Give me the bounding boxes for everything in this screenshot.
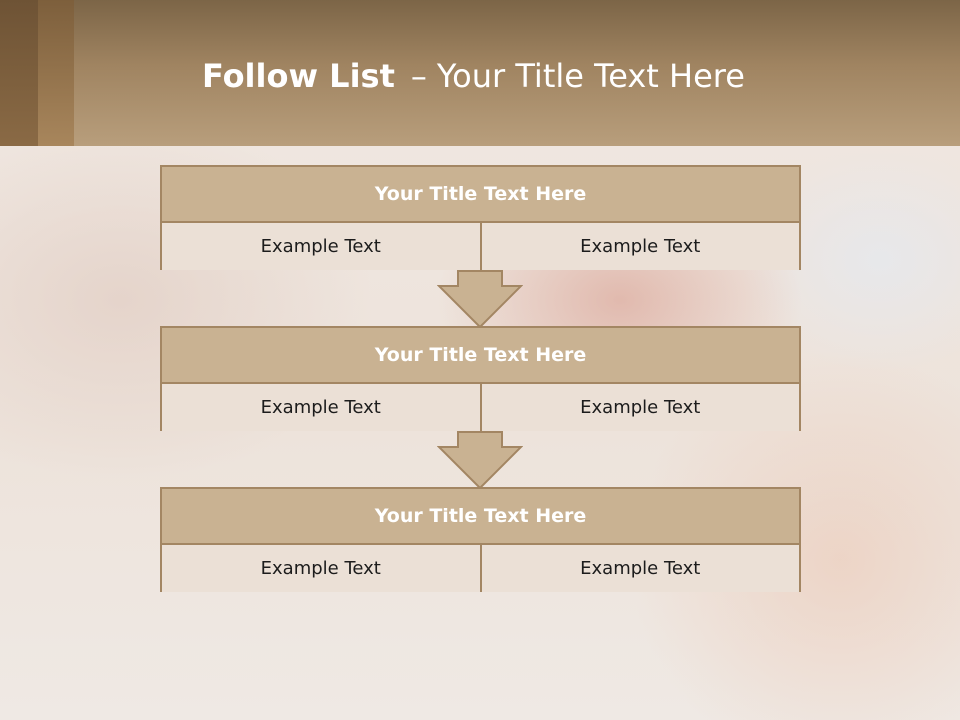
down-arrow-icon xyxy=(437,270,523,328)
block-cell-left[interactable]: Example Text xyxy=(162,223,480,270)
title-rest-part: Your Title Text Here xyxy=(436,57,745,95)
list-block[interactable]: Your Title Text Here Example Text Exampl… xyxy=(160,487,801,592)
block-cell-right[interactable]: Example Text xyxy=(479,545,799,592)
block-row: Example Text Example Text xyxy=(162,545,799,592)
down-arrow-icon xyxy=(437,431,523,489)
header-accent-bar xyxy=(0,0,38,146)
title-bar xyxy=(0,0,960,146)
block-cell-right[interactable]: Example Text xyxy=(479,223,799,270)
block-title[interactable]: Your Title Text Here xyxy=(162,167,799,223)
header-accent-bar xyxy=(38,0,74,146)
block-title[interactable]: Your Title Text Here xyxy=(162,489,799,545)
block-row: Example Text Example Text xyxy=(162,384,799,431)
title-bold-part: Follow List xyxy=(202,57,395,95)
list-block[interactable]: Your Title Text Here Example Text Exampl… xyxy=(160,165,801,270)
title-dash: – xyxy=(410,57,427,95)
slide-title[interactable]: Follow List–Your Title Text Here xyxy=(202,54,745,98)
list-block[interactable]: Your Title Text Here Example Text Exampl… xyxy=(160,326,801,431)
block-cell-left[interactable]: Example Text xyxy=(162,384,480,431)
block-row: Example Text Example Text xyxy=(162,223,799,270)
block-cell-left[interactable]: Example Text xyxy=(162,545,480,592)
block-title[interactable]: Your Title Text Here xyxy=(162,328,799,384)
block-cell-right[interactable]: Example Text xyxy=(479,384,799,431)
